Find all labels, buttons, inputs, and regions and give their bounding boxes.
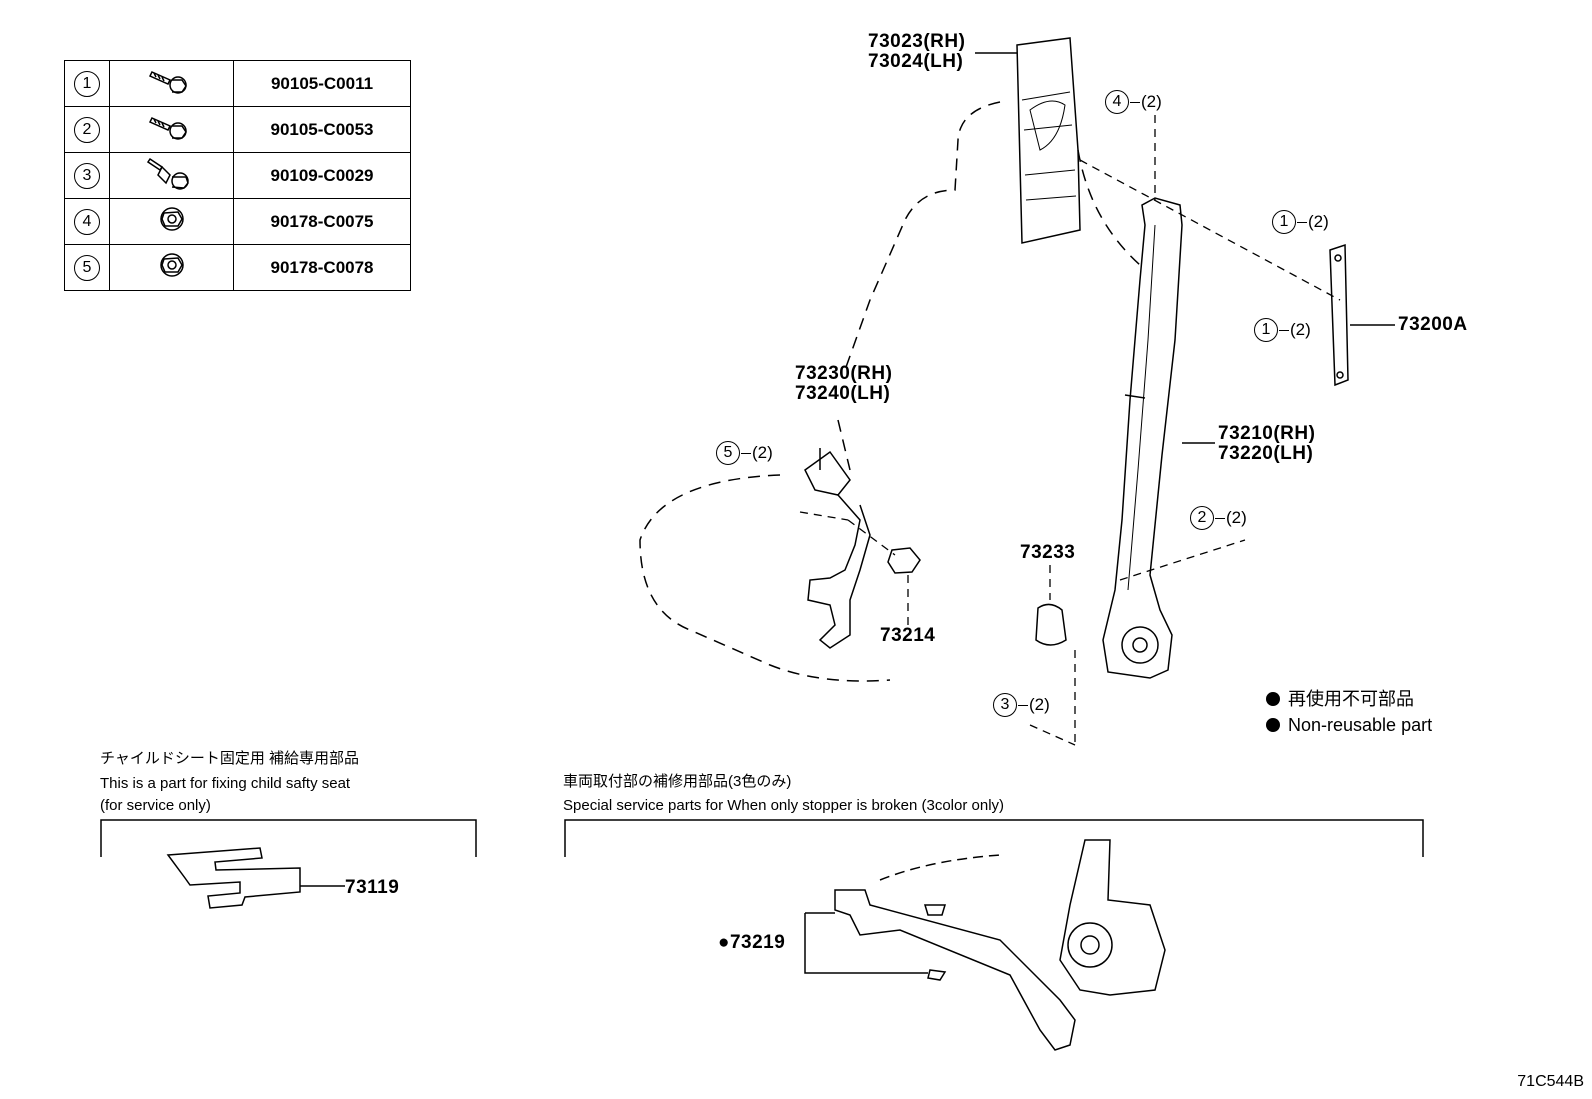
label-belt-lh: 73220(LH) <box>1218 443 1314 464</box>
label-button: 73233 <box>1020 542 1076 563</box>
callout-5: 5(2) <box>716 441 773 465</box>
label-pillar-trim-lh: 73024(LH) <box>868 51 964 72</box>
callout-3: 3(2) <box>993 693 1050 717</box>
callout-number: 2 <box>74 116 100 143</box>
legend-jp: 再使用不可部品 <box>1266 688 1414 710</box>
part-number: 90178-C0078 <box>233 244 411 291</box>
part-number: 90109-C0029 <box>233 152 411 199</box>
adjuster-drawing <box>1329 243 1395 387</box>
label-stopper: ●73219 <box>718 932 786 953</box>
table-cell-num: 4 <box>64 198 110 245</box>
callout-number: 3 <box>74 162 100 189</box>
buckle-drawing <box>804 448 871 649</box>
filled-dot-icon <box>1266 718 1280 732</box>
child-seat-note-jp: チャイルドシート固定用 補給専用部品 <box>100 750 360 767</box>
label-belt-rh: 73210(RH) <box>1218 423 1316 444</box>
filled-dot-icon <box>1266 692 1280 706</box>
callout-2: 2(2) <box>1190 506 1247 530</box>
table-row: 2 90105-C0053 <box>64 106 411 153</box>
callout-number: 1 <box>74 70 100 97</box>
part-number: 90178-C0075 <box>233 198 411 245</box>
belt-drawing <box>1102 197 1215 679</box>
legend-en: Non-reusable part <box>1266 714 1432 736</box>
callout-1b: 1(2) <box>1254 318 1311 342</box>
child-seat-note-en1: This is a part for fixing child safty se… <box>100 775 351 792</box>
label-buckle-lh: 73240(LH) <box>795 383 891 404</box>
table-cell-num: 1 <box>64 60 110 107</box>
label-child-seat-part: 73119 <box>345 877 400 898</box>
stopper-note-jp: 車両取付部の補修用部品(3色のみ) <box>563 773 792 790</box>
flange-bolt-icon <box>109 60 234 107</box>
child-seat-part-drawing <box>166 847 345 909</box>
table-row: 4 90178-C0075 <box>64 198 411 245</box>
label-buckle-rh: 73230(RH) <box>795 363 893 384</box>
note-brackets <box>100 819 1424 857</box>
child-seat-note-en2: (for service only) <box>100 797 211 814</box>
stopper-note-en: Special service parts for When only stop… <box>563 797 1005 814</box>
seat-outline-drawing <box>639 101 1141 682</box>
diagram-code: 71C544B <box>1517 1073 1584 1090</box>
callout-number: 4 <box>74 208 100 235</box>
label-nut: 73214 <box>880 625 936 646</box>
table-cell-num: 5 <box>64 244 110 291</box>
callout-number: 5 <box>74 254 100 281</box>
table-row: 5 90178-C0078 <box>64 244 411 291</box>
flange-bolt-icon <box>109 106 234 153</box>
nut-drawing <box>887 547 921 574</box>
part-number: 90105-C0053 <box>233 106 411 153</box>
stopper-drawing <box>804 839 1166 1051</box>
label-adjuster: 73200A <box>1398 314 1468 335</box>
button-drawing <box>1035 603 1067 646</box>
table-cell-num: 2 <box>64 106 110 153</box>
label-pillar-trim-rh: 73023(RH) <box>868 31 966 52</box>
pillar-trim-drawing <box>975 37 1081 244</box>
flange-nut-icon <box>109 244 234 291</box>
callout-1a: 1(2) <box>1272 210 1329 234</box>
table-row: 3 90109-C0029 <box>64 152 411 199</box>
callout-4: 4(2) <box>1105 90 1162 114</box>
